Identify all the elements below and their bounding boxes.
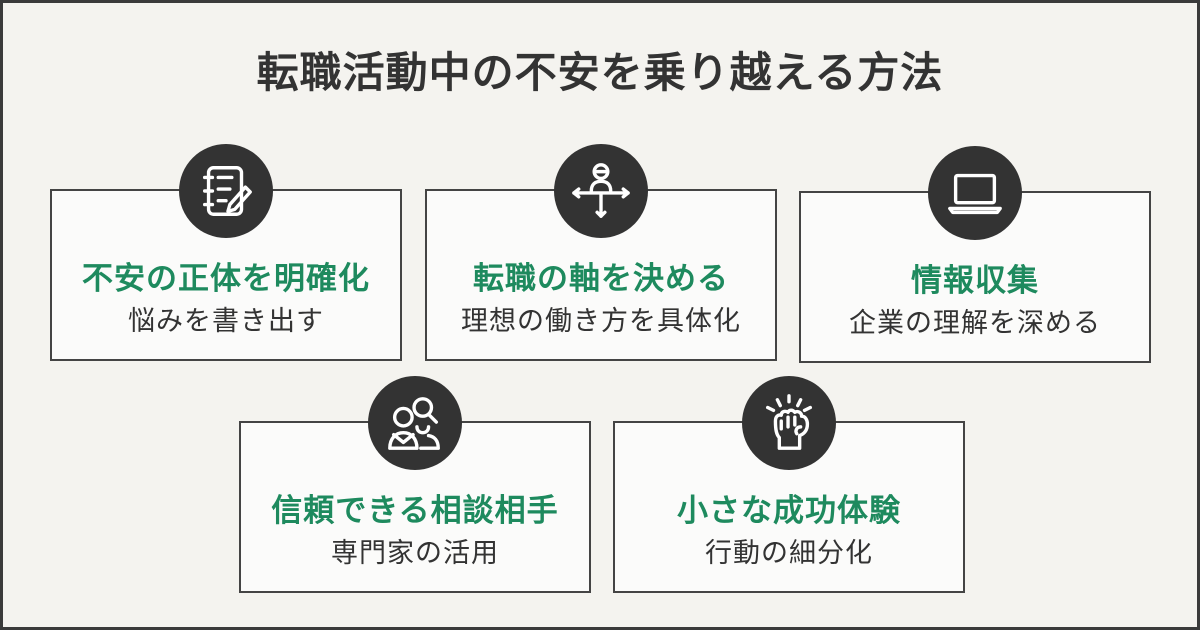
card-subtitle: 行動の細分化 (705, 538, 873, 569)
laptop-icon (928, 146, 1022, 240)
card-subtitle: 専門家の活用 (331, 538, 499, 569)
card-heading: 不安の正体を明確化 (82, 261, 370, 297)
card-heading: 転職の軸を決める (473, 261, 729, 297)
people-search-icon (368, 376, 462, 470)
person-directions-icon (554, 144, 648, 238)
card-subtitle: 企業の理解を深める (849, 308, 1101, 339)
notebook-pencil-icon (179, 144, 273, 238)
raised-fist-icon (742, 376, 836, 470)
card-heading: 信頼できる相談相手 (271, 493, 559, 529)
card-career-axis: 転職の軸を決める 理想の働き方を具体化 (425, 144, 777, 361)
card-clarify-anxiety: 不安の正体を明確化 悩みを書き出す (50, 144, 402, 361)
card-subtitle: 悩みを書き出す (128, 306, 324, 337)
card-heading: 小さな成功体験 (677, 493, 901, 529)
card-small-success: 小さな成功体験 行動の細分化 (613, 376, 965, 593)
card-subtitle: 理想の働き方を具体化 (461, 306, 741, 337)
card-heading: 情報収集 (911, 263, 1039, 299)
page-title: 転職活動中の不安を乗り越える方法 (256, 48, 944, 97)
card-trusted-advisor: 信頼できる相談相手 専門家の活用 (239, 376, 591, 593)
card-info-gathering: 情報収集 企業の理解を深める (799, 146, 1151, 363)
